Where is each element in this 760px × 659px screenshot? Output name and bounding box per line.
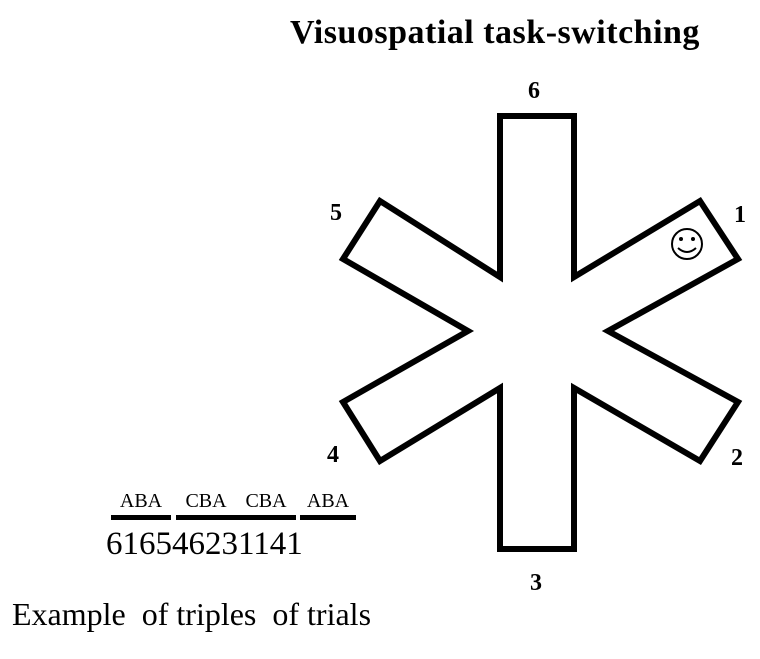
arm-label-6: 6	[528, 78, 540, 104]
arm-label-5: 5	[330, 200, 342, 226]
triple-group-1: ABA	[111, 490, 171, 520]
triple-group-2: CBA	[176, 490, 236, 520]
arm-label-2: 2	[731, 445, 743, 471]
trial-sequence: 616546231141	[106, 526, 303, 562]
triples-example: ABA CBA CBA ABA 616546231141	[106, 490, 356, 562]
triple-group-labels: ABA CBA CBA ABA	[106, 490, 356, 520]
triple-group-3: CBA	[236, 490, 296, 520]
triple-group-4: ABA	[300, 490, 356, 520]
diagram-title: Visuospatial task-switching	[290, 14, 700, 51]
smiley-face-icon	[671, 228, 703, 260]
star-outline	[338, 113, 743, 552]
arm-label-1: 1	[734, 202, 746, 228]
arm-label-4: 4	[327, 442, 339, 468]
caption: Example of triples of trials	[12, 596, 372, 632]
arm-label-3: 3	[530, 570, 542, 596]
